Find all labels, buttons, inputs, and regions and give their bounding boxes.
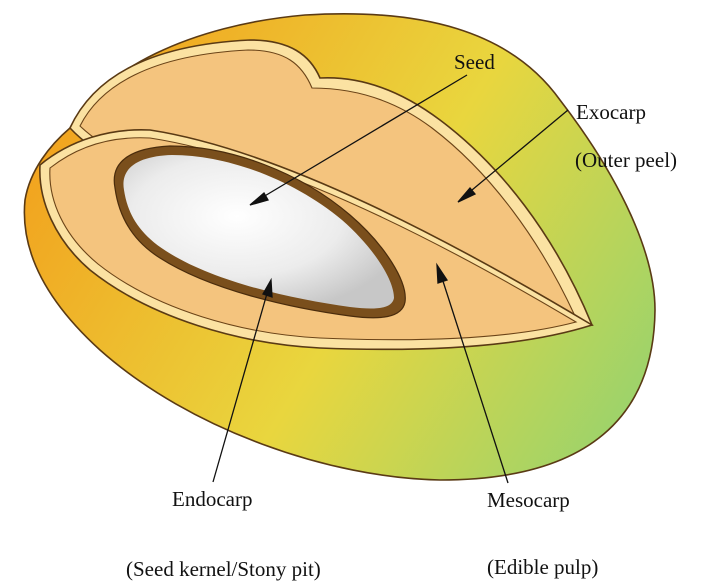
exocarp-label: Exocarp	[576, 100, 646, 124]
endocarp-description: (Seed kernel/Stony pit)	[126, 557, 321, 581]
mesocarp-label: Mesocarp	[487, 488, 570, 512]
endocarp-label: Endocarp	[172, 487, 252, 511]
seed-label: Seed	[454, 50, 495, 74]
mesocarp-description: (Edible pulp)	[487, 555, 598, 579]
exocarp-description: (Outer peel)	[575, 148, 677, 172]
